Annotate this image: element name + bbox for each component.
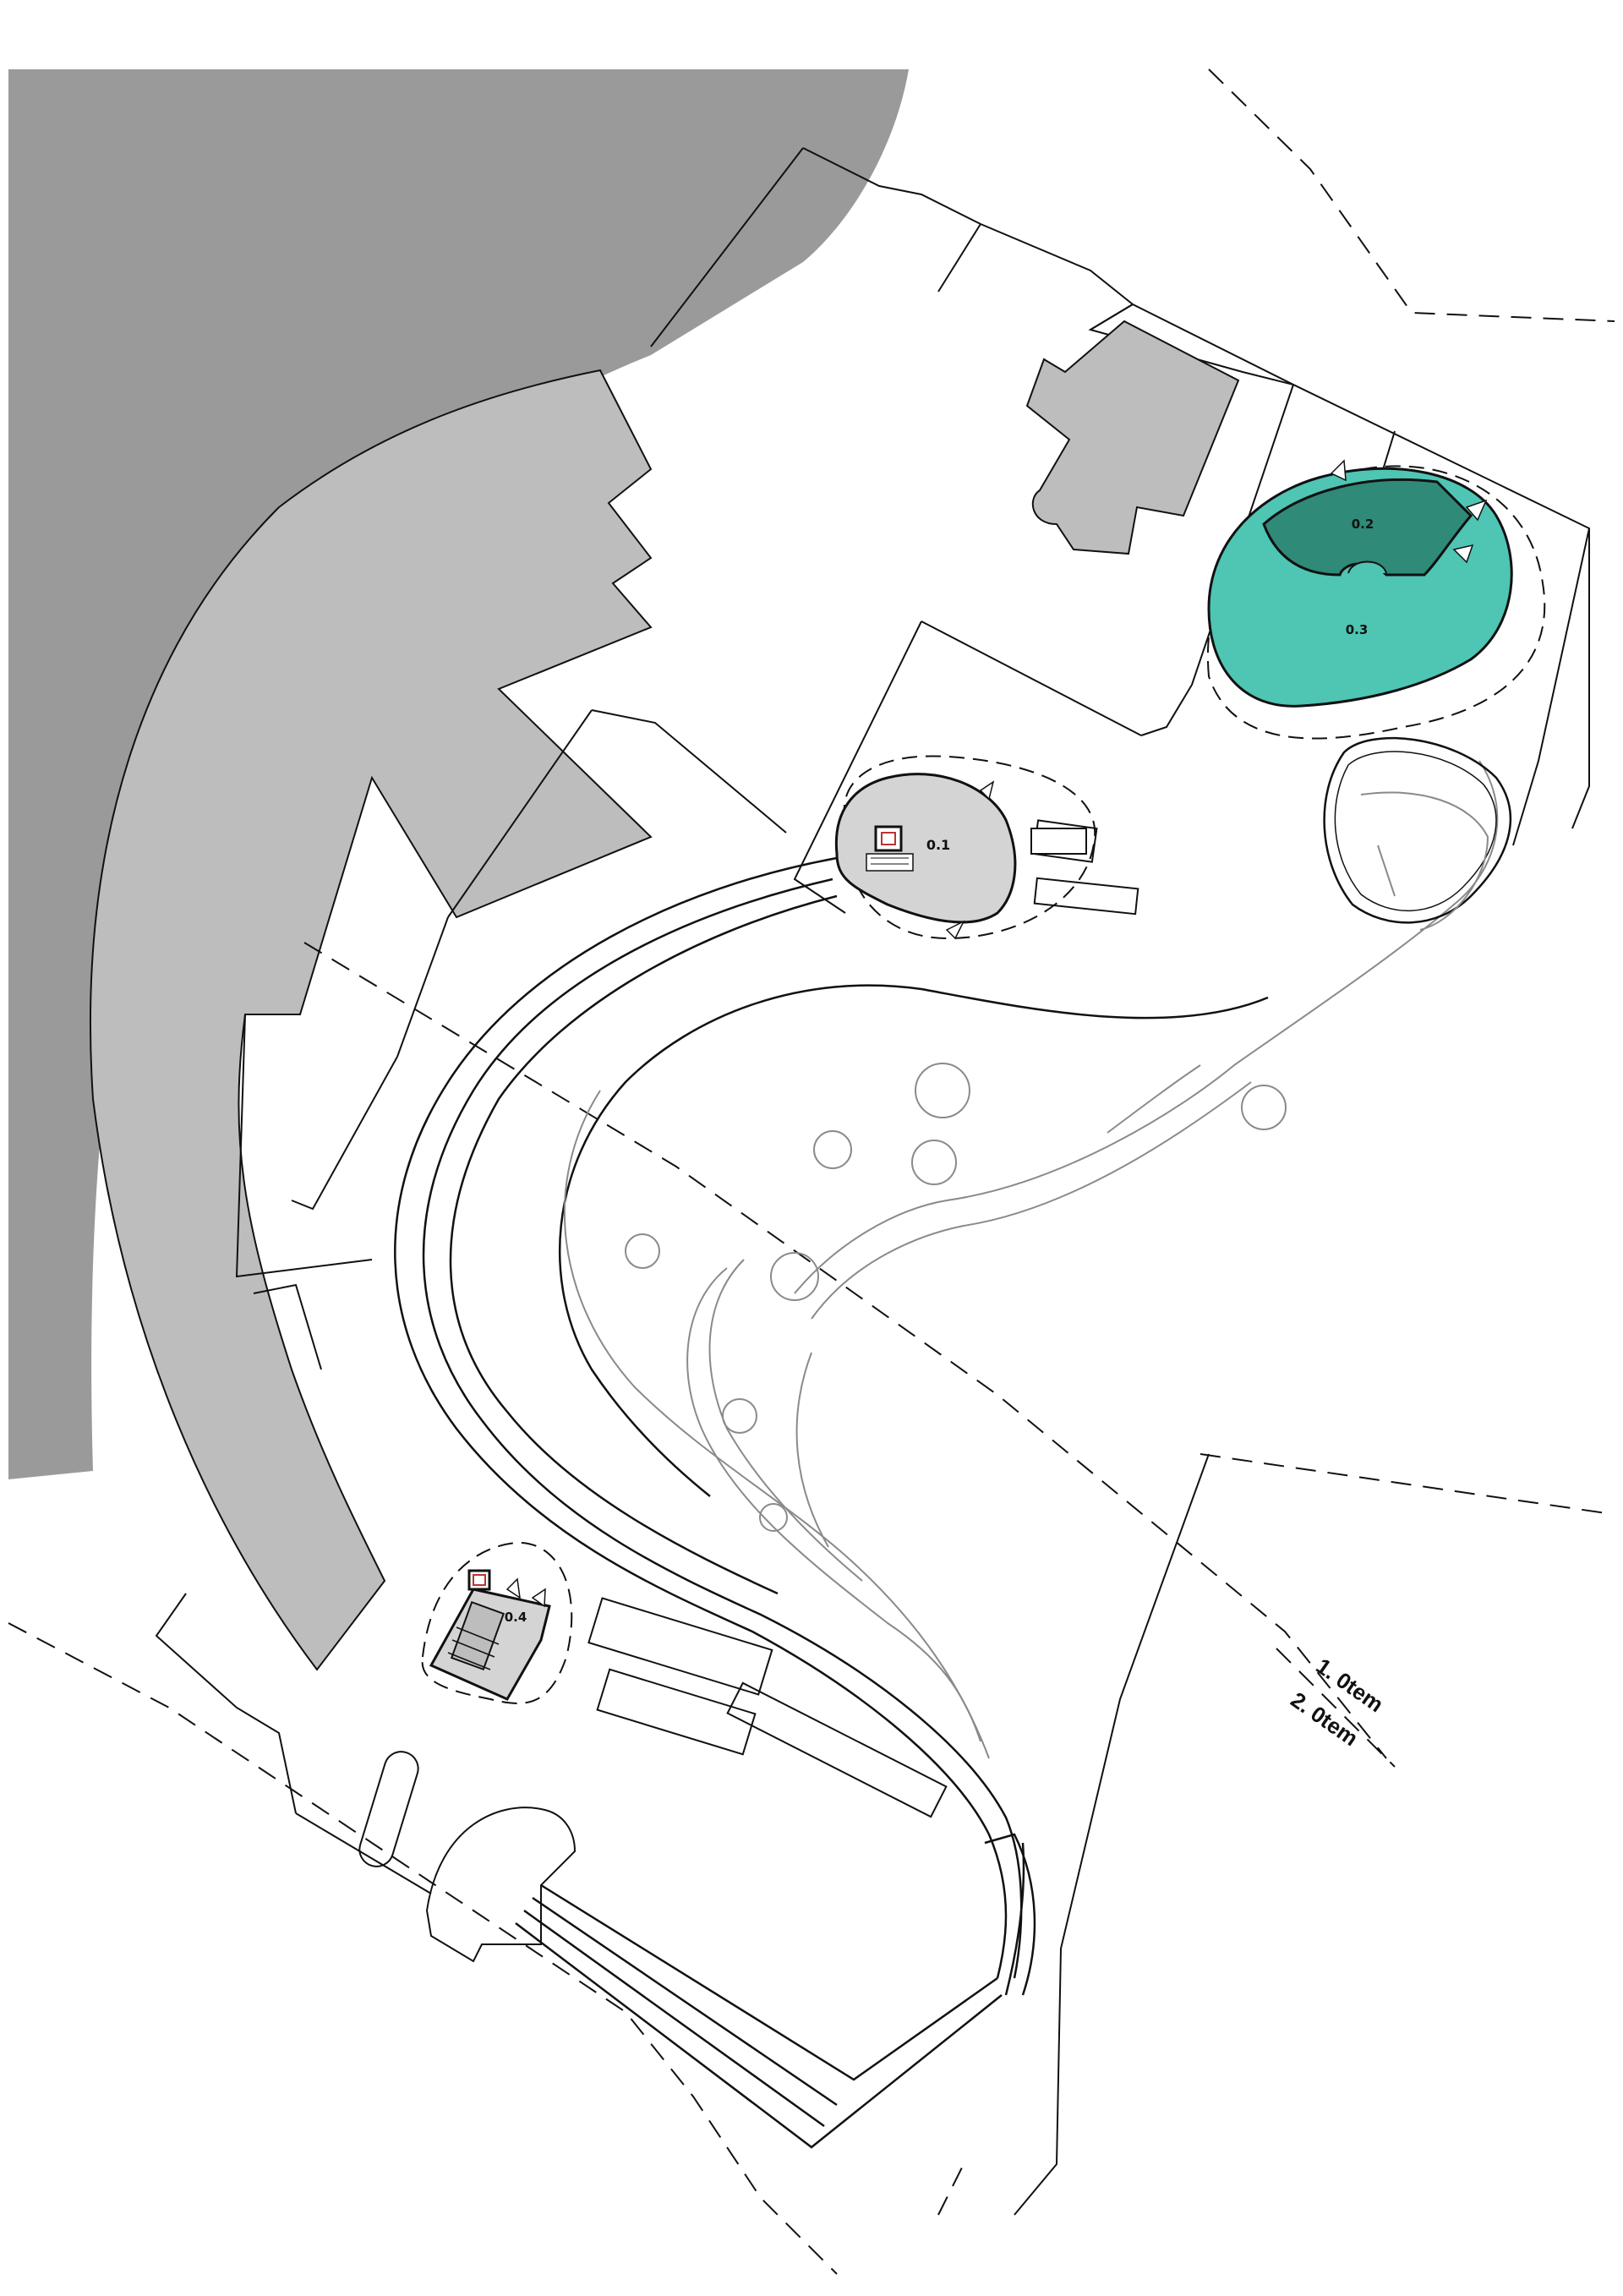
pavilion-0-3-label: 0.3	[1346, 622, 1369, 637]
trees	[625, 1063, 1287, 1532]
pavilion-0-1: 0.1	[834, 755, 1096, 940]
promenade-walls	[394, 856, 1269, 1979]
pavilion-0-2-shape	[1262, 478, 1473, 577]
pavilion-0-4: 0.4	[421, 1541, 573, 1704]
oval-lawn	[1323, 736, 1512, 931]
pavilion-0-1-shape	[834, 773, 1017, 924]
pavilion-0-1-boundary	[843, 755, 1096, 940]
stage-boundary-lines	[8, 68, 1615, 2275]
pavilion-0-4-label: 0.4	[505, 1610, 527, 1625]
annex-building	[1025, 320, 1240, 555]
stage-labels: 1. 0tem 2. 0tem	[1287, 1653, 1389, 1751]
planters	[358, 819, 1139, 1963]
pavilion-0-1-label: 0.1	[926, 837, 950, 853]
terrace-steps	[515, 1833, 1036, 2149]
dark-building-mass	[8, 69, 909, 1479]
curved-building	[89, 369, 653, 1671]
pavilion-0-2-label: 0.2	[1352, 517, 1374, 532]
pavilion-0-4-boundary	[421, 1541, 573, 1704]
pavilion-0-2-0-3: 0.2 0.3	[1206, 459, 1546, 740]
